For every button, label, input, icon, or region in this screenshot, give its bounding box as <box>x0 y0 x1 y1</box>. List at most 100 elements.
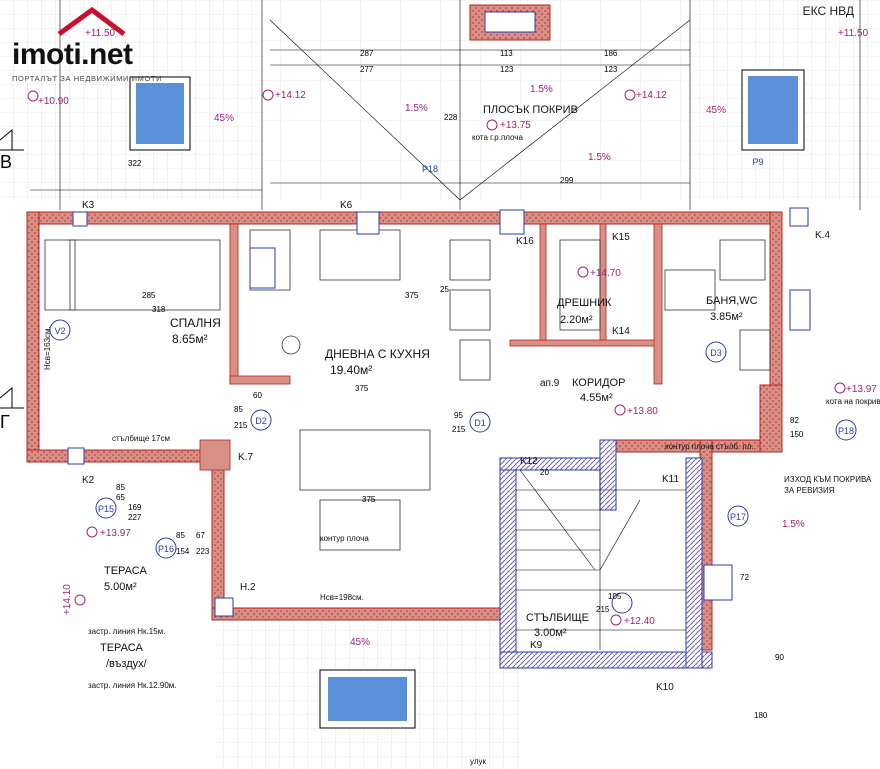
dim-7: 299 <box>560 176 574 185</box>
level-1: +10.90 <box>38 96 69 107</box>
slope-4: 45% <box>706 105 726 116</box>
level-9: +13.97 <box>846 384 877 395</box>
dim-21: 95 <box>454 411 463 420</box>
note-roof-level: кота на покрива <box>826 397 880 406</box>
window-p18: P18 <box>838 426 854 436</box>
column-k9: K9 <box>530 640 543 651</box>
window-p16: P16 <box>158 544 174 554</box>
dim-31: 169 <box>128 503 142 512</box>
room-label-bedroom: СПАЛНЯ <box>170 316 221 330</box>
slope-6: 45% <box>350 637 370 648</box>
dim-23: 105 <box>608 592 622 601</box>
window-p9: P9 <box>752 157 763 167</box>
dim-34: 72 <box>740 573 749 582</box>
room-area-bedroom: 8.65м² <box>172 332 208 346</box>
dim-5: 123 <box>604 65 618 74</box>
door-d3: D3 <box>710 348 722 358</box>
level-8: +13.80 <box>627 406 658 417</box>
level-2: +14.12 <box>275 90 306 101</box>
column-k12: K12 <box>520 456 538 467</box>
door-d1: D1 <box>474 418 486 428</box>
dim-28: 223 <box>196 547 210 556</box>
level-5: +11.50 <box>838 28 869 39</box>
level-6: +14.70 <box>590 268 621 279</box>
columns <box>67 207 811 617</box>
column-k11: K11 <box>662 474 679 485</box>
window-p18-top: P18 <box>422 164 438 174</box>
slope-0: 1.5% <box>405 103 428 114</box>
column-k6: K6 <box>340 200 353 211</box>
column-k15: K15 <box>612 232 630 243</box>
dim-2: 113 <box>500 49 513 58</box>
dim-10: 375 <box>362 495 376 504</box>
dim-29: 85 <box>116 483 125 492</box>
room-label-stair: СТЪЛБИЩЕ <box>526 612 589 624</box>
column-k7: K.7 <box>238 452 253 463</box>
dim-17: 25 <box>440 285 449 294</box>
dim-12: 318 <box>152 305 166 314</box>
room-area-bath: 3.85м² <box>710 311 743 323</box>
column-k14: K14 <box>612 326 630 337</box>
section-markers <box>0 128 24 409</box>
column-h2: H.2 <box>240 582 256 593</box>
window-p17: P17 <box>730 512 746 522</box>
slope-1: 1.5% <box>530 84 553 95</box>
level-11: +12.40 <box>624 616 655 627</box>
logo-name: imoti.net <box>12 38 133 71</box>
room-area-terrace: 5.00м² <box>104 581 137 593</box>
dim-26: 67 <box>196 531 205 540</box>
dim-14: 150 <box>790 430 804 439</box>
note-build-line-15: застр. линия Нк.15м. <box>88 627 165 636</box>
column-k16: K16 <box>516 236 534 247</box>
dim-25: 85 <box>176 531 185 540</box>
dim-4: 123 <box>500 65 514 74</box>
slope-2: 1.5% <box>588 152 611 163</box>
note-slab-contour: контур плоча <box>320 534 369 543</box>
dim-30: 65 <box>116 493 125 502</box>
dim-11: 285 <box>142 291 156 300</box>
room-label-terrace: ТЕРАСА <box>104 565 147 577</box>
logo-tagline: ПОРТАЛЪТ ЗА НЕДВИЖИМИ ИМОТИ <box>12 74 163 83</box>
stamp-label: ЕКС НВД <box>802 4 854 18</box>
dim-22: 215 <box>452 425 466 434</box>
dim-24: 215 <box>596 605 610 614</box>
level-0: +11.50 <box>85 28 116 39</box>
house-roof-icon <box>57 6 126 37</box>
slope-3: 45% <box>214 113 234 124</box>
level-3: +13.75 <box>500 120 531 131</box>
note-hsv-198: Нсв=198см. <box>320 593 364 602</box>
dim-20: 215 <box>234 421 248 430</box>
level-4: +14.12 <box>636 90 667 101</box>
top-dimension-lines <box>30 0 861 210</box>
dim-19: 85 <box>234 405 243 414</box>
level-7: +13.97 <box>100 528 131 539</box>
note-stair-slab: контур плоча стълб. пл. <box>665 442 754 451</box>
dim-13: 82 <box>790 416 799 425</box>
slope-5: 1.5% <box>782 519 805 530</box>
column-k3: K3 <box>82 200 95 211</box>
note-slab-level: кота г.р.плоча <box>472 133 523 142</box>
column-k10: K10 <box>656 682 674 693</box>
note-build-line-1290: застр. линия Нк.12.90м. <box>88 681 177 690</box>
note-gutter: улук <box>470 757 486 766</box>
door-circles <box>49 319 857 614</box>
room-area-terrace-air: /въздух/ <box>106 658 148 670</box>
roof-exit-line2: ЗА РЕВИЗИЯ <box>784 486 835 495</box>
dim-3: 186 <box>604 49 618 58</box>
apartment-label: ап.9 <box>540 378 560 389</box>
dim-15: 228 <box>444 113 458 122</box>
room-area-dressing: 2.20м² <box>560 314 593 326</box>
room-label-corridor: КОРИДОР <box>572 377 625 389</box>
room-label-living: ДНЕВНА С КУХНЯ <box>325 347 430 361</box>
dim-0: 287 <box>360 49 374 58</box>
column-k4: K.4 <box>815 230 830 241</box>
door-d2: D2 <box>255 416 267 426</box>
outer-walls <box>26 211 783 651</box>
dim-6: 322 <box>128 159 142 168</box>
section-g-label: Г <box>0 412 10 432</box>
level-10: +14.10 <box>62 584 73 615</box>
dim-33: 180 <box>754 711 768 720</box>
room-area-living: 19.40м² <box>330 363 372 377</box>
room-label-bath: БАНЯ,WC <box>706 295 758 307</box>
dim-32: 227 <box>128 513 142 522</box>
